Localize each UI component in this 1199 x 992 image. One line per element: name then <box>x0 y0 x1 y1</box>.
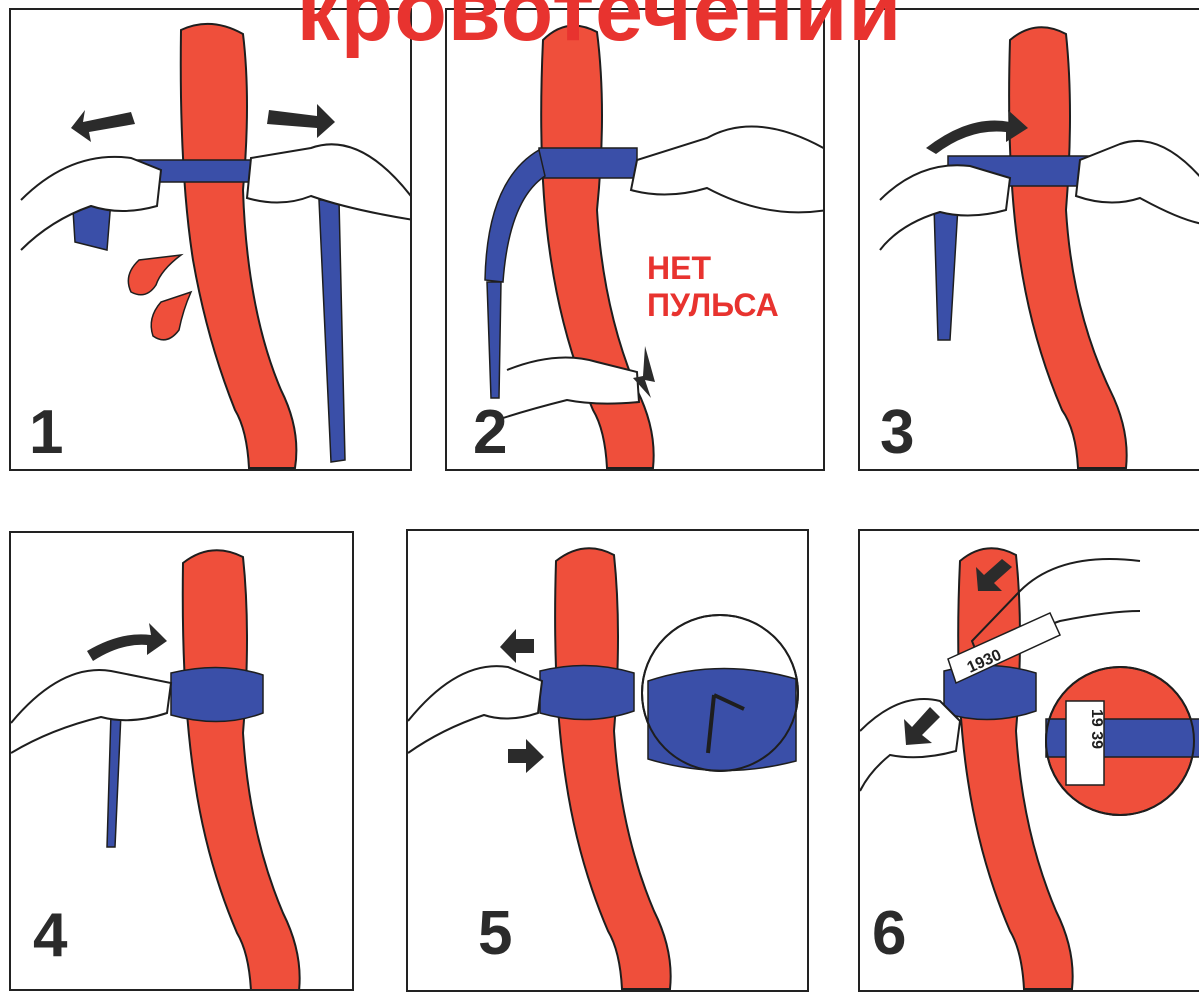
tourniquet-strap <box>934 206 958 340</box>
blood-drop <box>128 255 181 295</box>
step-number: 5 <box>478 903 512 965</box>
step-number: 4 <box>33 905 67 967</box>
hand <box>11 670 171 753</box>
tourniquet-loop <box>107 713 121 847</box>
hand-right <box>1076 141 1199 224</box>
step-panel-5: 5 <box>406 529 809 992</box>
step-panel-4: 4 <box>9 531 354 991</box>
step-panel-6: 1930 19 39 6 <box>858 529 1199 992</box>
step-number: 3 <box>880 402 914 464</box>
arrow-left <box>500 629 534 663</box>
tourniquet-band <box>171 667 263 721</box>
no-pulse-line-2: ПУЛЬСА <box>647 287 779 324</box>
step-6-illustration: 1930 19 39 <box>860 531 1199 992</box>
zoom-inset: 19 39 <box>1046 667 1199 815</box>
tourniquet-band <box>539 148 637 178</box>
step-number: 1 <box>29 402 63 464</box>
step-panel-3: 3 <box>858 8 1199 471</box>
step-1-illustration <box>11 10 412 471</box>
step-5-illustration <box>408 531 809 992</box>
zoom-inset <box>642 615 798 771</box>
no-pulse-line-1: НЕТ <box>647 250 779 287</box>
step-number: 6 <box>872 903 906 965</box>
arrow-left <box>71 110 135 142</box>
arrow-right <box>267 104 335 138</box>
blood-drop <box>151 292 191 340</box>
arm <box>183 550 300 991</box>
hand-lower <box>860 699 960 791</box>
no-pulse-label: НЕТ ПУЛЬСА <box>647 250 779 324</box>
step-panel-1: 1 <box>9 8 412 471</box>
zoom-tag-text: 19 39 <box>1088 709 1105 749</box>
arm <box>1009 27 1127 468</box>
arrow-right <box>508 739 544 773</box>
arm <box>181 24 297 468</box>
arm <box>555 548 671 989</box>
tourniquet-strap <box>485 150 545 282</box>
hand-upper <box>631 126 825 212</box>
tourniquet-end <box>487 282 501 398</box>
tourniquet-band <box>540 665 634 719</box>
arrow-curved <box>87 623 167 661</box>
step-number: 2 <box>473 402 507 464</box>
tourniquet-strap <box>319 200 345 462</box>
step-panel-2: НЕТ ПУЛЬСА 2 <box>445 8 825 471</box>
hand <box>408 666 542 753</box>
